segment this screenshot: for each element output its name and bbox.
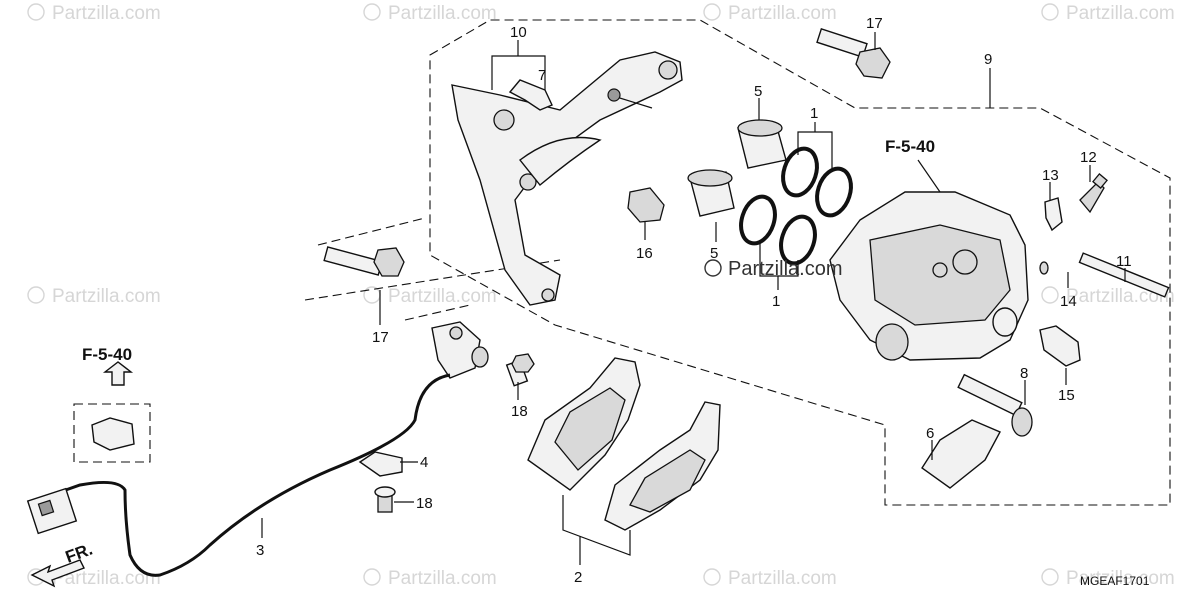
pad-spring <box>921 419 1001 489</box>
callout-17: 17 <box>372 329 389 346</box>
slide-pin <box>957 373 1033 437</box>
front-label: FR. <box>63 540 95 567</box>
watermark-center: Partzilla.com <box>728 258 842 280</box>
watermark-text: Partzilla.com <box>728 568 837 589</box>
callout-6: 6 <box>926 425 934 442</box>
callout-16: 16 <box>636 245 653 262</box>
leader-lines <box>261 32 1126 565</box>
watermark-text: Partzilla.com <box>52 568 161 589</box>
watermark-text: Partzilla.com <box>1066 3 1175 24</box>
callout-3: 3 <box>256 542 264 559</box>
watermark-text: Partzilla.com <box>388 286 497 307</box>
pin-boot <box>627 187 665 223</box>
callout-5: 5 <box>710 245 718 262</box>
callout-9: 9 <box>984 51 992 68</box>
callout-11: 11 <box>1116 253 1132 270</box>
washer <box>1039 261 1049 275</box>
clamp-bolt <box>374 486 396 513</box>
watermark-text: Partzilla.com <box>52 3 161 24</box>
callout-1: 1 <box>810 105 818 122</box>
watermark-layer: Partzilla.com Partzilla.com Partzilla.co… <box>27 3 1175 589</box>
up-arrow-icon <box>102 361 134 386</box>
bracket-bolt-lower <box>323 246 405 277</box>
caliper-plug <box>1039 325 1081 367</box>
callout-13: 13 <box>1042 167 1059 184</box>
retainer-clip <box>508 79 553 111</box>
callout-labels: 17 10 7 9 5 1 13 12 16 5 1 11 14 17 15 8… <box>256 15 1132 586</box>
wheel-speed-sensor <box>26 321 489 577</box>
watermark-text: Partzilla.com <box>1066 568 1175 589</box>
front-arrow-icon <box>30 559 85 588</box>
callout-8: 8 <box>1020 365 1028 382</box>
callout-2: 2 <box>574 569 582 586</box>
bracket-group-outline <box>429 19 1171 506</box>
reference-box <box>73 361 151 463</box>
reference-label-caliper: F-5-40 <box>885 137 935 156</box>
callout-5: 5 <box>754 83 762 100</box>
pin-bolt <box>1078 252 1170 298</box>
callout-18: 18 <box>416 495 433 512</box>
callout-1: 1 <box>772 293 780 310</box>
bleeder-screw <box>1079 173 1108 214</box>
callout-12: 12 <box>1080 149 1097 166</box>
bleeder-cap <box>1044 197 1063 232</box>
callout-17: 17 <box>866 15 883 32</box>
pistons-and-seals <box>687 119 853 266</box>
harness-clamp <box>358 451 403 477</box>
caliper-bracket <box>451 51 683 306</box>
callout-4: 4 <box>420 454 428 471</box>
diagram-code: MGEAF1701 <box>1080 574 1150 588</box>
callout-7: 7 <box>538 67 546 84</box>
sensor-bolt <box>505 353 535 387</box>
watermark-text: Partzilla.com <box>1066 286 1175 307</box>
reference-label-sensor: F-5-40 <box>82 345 132 364</box>
caliper-body <box>829 191 1029 361</box>
brake-pads <box>527 357 721 531</box>
watermark-text: Partzilla.com <box>52 286 161 307</box>
watermark-text: Partzilla.com <box>388 3 497 24</box>
callout-14: 14 <box>1060 293 1077 310</box>
watermark-text: Partzilla.com <box>388 568 497 589</box>
watermark-text: Partzilla.com <box>728 3 837 24</box>
callout-10: 10 <box>510 24 527 41</box>
callout-18: 18 <box>511 403 528 420</box>
callout-15: 15 <box>1058 387 1075 404</box>
bracket-bolt-upper <box>816 28 891 79</box>
